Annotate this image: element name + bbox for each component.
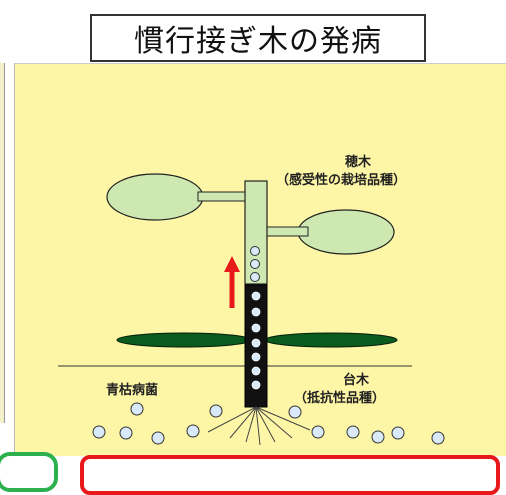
rootstock-detail-label: （抵抗性品種）: [294, 391, 386, 406]
infection-arrow-head: [224, 256, 240, 272]
scion-leaf-left-stalk: [197, 191, 249, 202]
pathogen-label: 青枯病菌: [106, 383, 159, 398]
rootstock-leaf-left: [116, 332, 252, 348]
left-panel-edge: [0, 63, 5, 423]
bacteria-in-rootstock: [251, 323, 261, 333]
bacteria-in-scion: [250, 259, 260, 269]
scion-leaf-right-stalk: [264, 226, 309, 237]
scion-leaf-right: [297, 209, 395, 255]
bacteria-in-rootstock: [251, 291, 261, 301]
roots: [207, 406, 311, 446]
diagram-title: 慣行接ぎ木の発病: [90, 14, 426, 62]
scion-detail-label: （感受性の栽培品種）: [276, 173, 407, 188]
scion-label: 穂木: [345, 155, 372, 170]
scion-leaf-left: [106, 173, 204, 221]
grafting-diagram: [58, 173, 445, 446]
bacteria-in-rootstock: [251, 338, 261, 348]
green-outline-box: [0, 452, 58, 492]
scion-stem: [244, 180, 268, 285]
red-outline-box: [80, 455, 500, 495]
bacteria-in-scion: [250, 246, 260, 256]
bacteria-in-rootstock: [251, 380, 261, 390]
bacteria-in-rootstock: [251, 307, 261, 317]
rootstock-leaf-right: [264, 332, 398, 348]
bacteria-in-rootstock: [251, 366, 261, 376]
soil-bacteria: [92, 402, 445, 445]
bacteria-in-rootstock: [251, 352, 261, 362]
bacteria-in-scion: [250, 272, 260, 282]
rootstock-label: 台木: [343, 373, 370, 388]
